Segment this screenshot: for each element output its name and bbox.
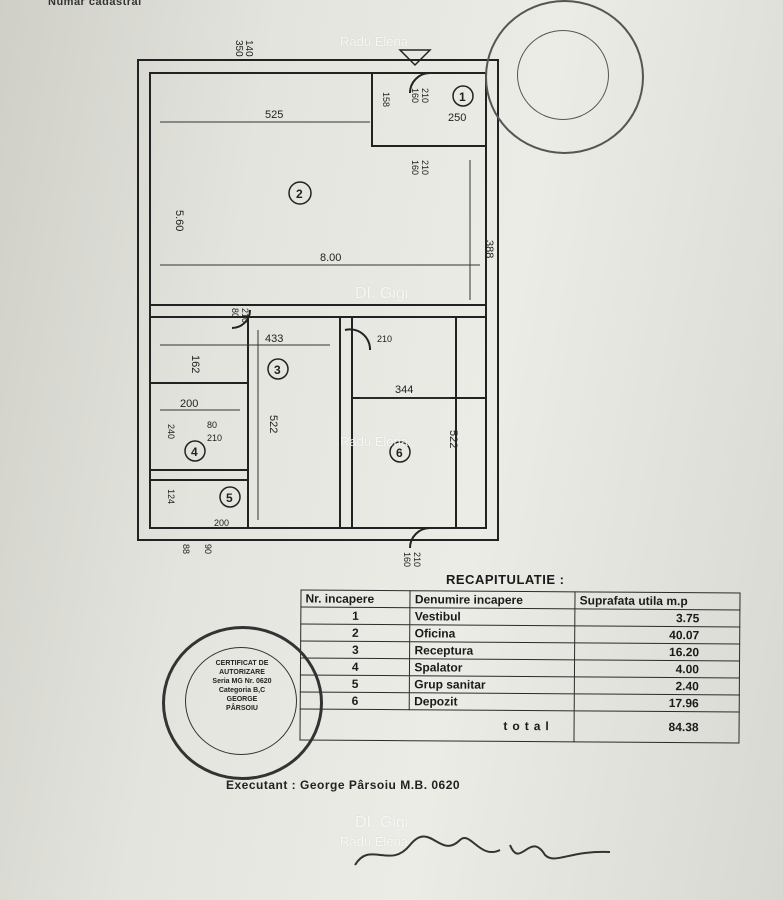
dim-160-c: 160 [402,552,412,567]
room-number-3: 3 [274,363,281,377]
dim-88: 88 [181,544,191,554]
recap-title: RECAPITULATIE : [446,572,565,587]
dim-344: 344 [395,384,413,396]
stamp-top-right [485,0,644,154]
dim-522-a: 522 [267,415,279,433]
room-number-6: 6 [396,446,403,460]
dim-433: 433 [265,333,283,345]
room-number-4: 4 [191,445,198,459]
watermark-2: DI. Gigi [355,285,409,302]
dim-158: 158 [381,92,391,107]
outer-wall-inner [149,72,487,529]
executant-line: Executant : George Pârsoiu M.B. 0620 [226,778,461,792]
watermark-5: Radu Elena [340,834,408,849]
total-label: total [299,708,575,742]
dim-200: 200 [180,398,198,410]
outer-wall-outer [137,59,499,541]
dim-124: 124 [166,489,176,504]
room-number-2: 2 [296,187,303,201]
dim-560: 5.60 [173,210,185,231]
dim-525: 525 [265,109,283,121]
col-denumire: Denumire incapere [410,590,576,609]
dim-200b: 200 [214,518,229,528]
dim-160-b: 160 [410,160,420,175]
dim-90: 90 [203,544,213,554]
dim-800: 8.00 [320,252,341,264]
dim-160-210-a: 160 [410,88,420,103]
dim-210-e: 210 [207,433,222,443]
dim-250: 250 [448,112,466,124]
total-value: 84.38 [574,710,740,744]
stamp-text: CERTIFICAT DE AUTORIZARE Seria MG Nr. 06… [212,660,272,712]
room-number-5: 5 [226,491,233,505]
watermark-3: Radu Elena [340,434,408,449]
recap-table: Nr. incapere Denumire incapere Suprafata… [299,589,741,744]
dim-388: 388 [483,240,495,258]
total-row: total 84.38 [299,708,740,744]
signature [354,835,611,866]
room-number-1: 1 [459,90,466,104]
col-nr: Nr. incapere [300,589,411,608]
dim-240: 240 [166,424,176,439]
watermark-4: DI. Gigi [355,814,409,831]
dim-210-b: 210 [420,160,430,175]
dim-162: 162 [189,355,201,373]
dim-210-d: 210 [240,308,250,323]
col-suprafata: Suprafata utila m.p [575,591,741,611]
dim-350: 350 [233,40,244,57]
dim-80-b: 80 [207,420,217,430]
dim-210-a: 210 [420,88,430,103]
dim-140: 140 [243,40,254,57]
stamp-authorization: CERTIFICAT DE AUTORIZARE Seria MG Nr. 06… [162,626,323,780]
dim-80-a: 80 [230,308,240,318]
dim-522-b: 522 [447,430,459,448]
dim-78-210: 210 [377,334,392,344]
dim-210-c: 210 [412,552,422,567]
header-text: Numar cadastral [48,0,142,8]
watermark-1: Radu Elena [340,34,408,49]
